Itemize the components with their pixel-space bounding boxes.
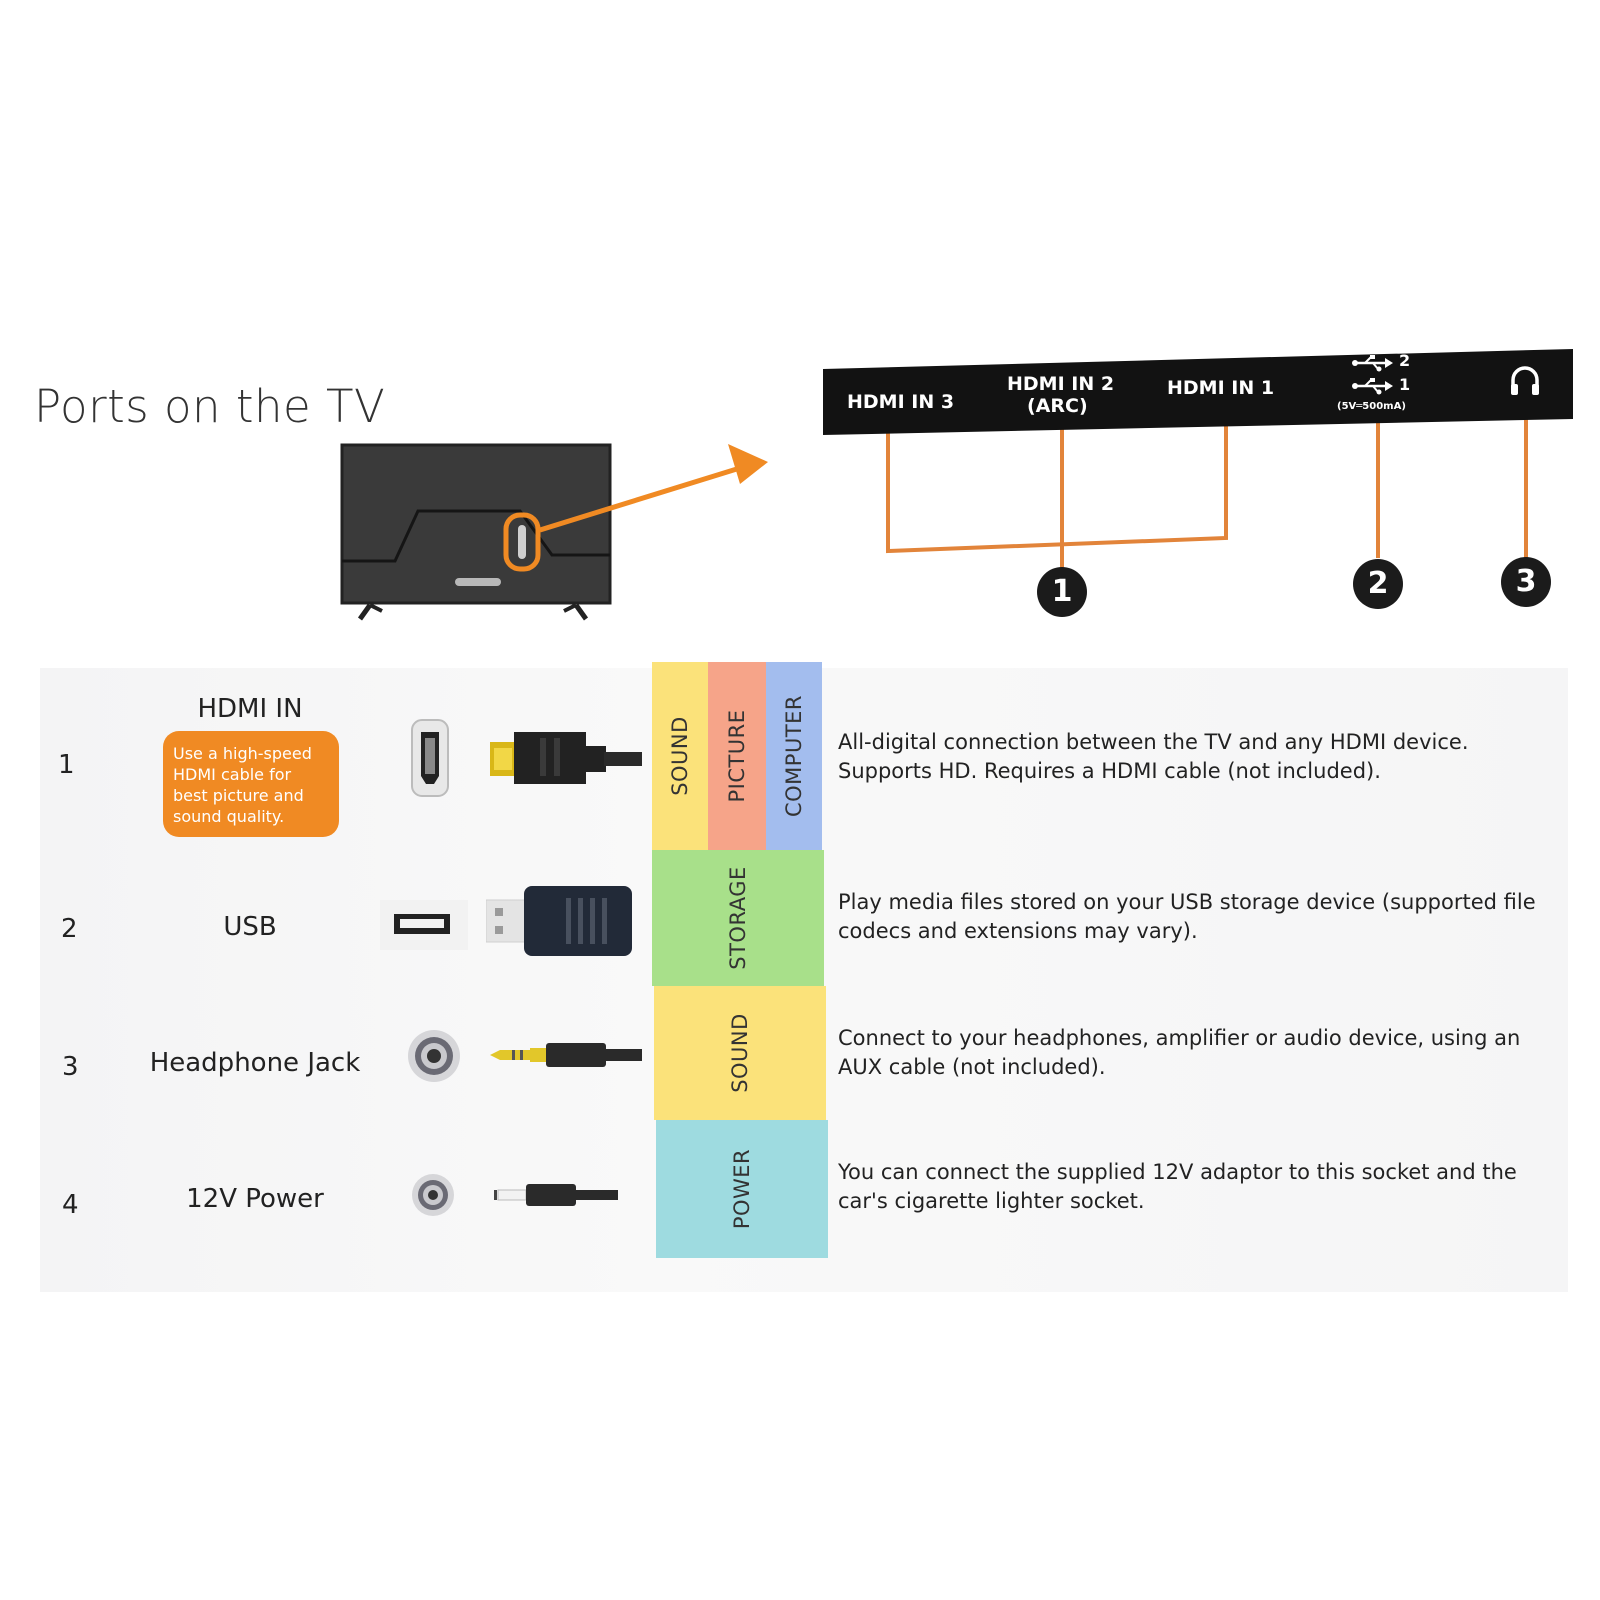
aux-cable-icon [490,1040,642,1074]
usb-icon [1351,377,1393,399]
usb-icon [1351,354,1393,376]
usb-cable-icon [485,884,636,962]
port-name-12v-power: 12V Power [186,1184,324,1214]
headphone-port-icon [406,1028,462,1088]
category-picture: PICTURE [708,662,766,850]
category-label: PICTURE [725,709,749,803]
usb-port-icon [380,900,468,954]
description-headphone-jack: Connect to your headphones, amplifier or… [838,1026,1521,1079]
port-name-headphone-jack: Headphone Jack [149,1048,361,1078]
port-label-hdmi-in-2: HDMI IN 2 [1007,373,1115,395]
usb-port-2-label: 2 [1399,351,1411,370]
power-cable-icon [494,1180,618,1214]
port-strip: HDMI IN 3 HDMI IN 2 (ARC) HDMI IN 1 2 1 … [823,349,1573,435]
row-number: 1 [58,750,75,780]
row-number: 2 [61,914,78,944]
category-sound: SOUND [652,662,708,850]
port-name-hdmi-in: HDMI IN [197,694,303,724]
callout-badge-2: 2 [1353,559,1403,609]
port-label-arc: (ARC) [1027,395,1088,417]
hdmi-port-icon [410,718,450,802]
hdmi-cable-note: Use a high-speed HDMI cable for best pic… [163,731,339,837]
row-number: 4 [62,1190,79,1220]
category-storage: STORAGE [652,850,824,986]
tv-rear-illustration [340,443,612,621]
port-label-hdmi-in-3: HDMI IN 3 [847,391,955,413]
usb-port-1-label: 1 [1399,375,1411,394]
description-usb: Play media files stored on your USB stor… [838,890,1536,943]
description-hdmi: All-digital connection between the TV an… [838,730,1469,783]
category-label: STORAGE [726,866,750,970]
callout-badge-3: 3 [1501,557,1551,607]
category-label: SOUND [668,716,692,796]
port-name-usb: USB [223,912,277,942]
connector-lines [539,416,1528,572]
category-power: POWER [656,1120,828,1258]
usb-spec-label: (5V═500mA) [1337,401,1406,412]
category-computer: COMPUTER [766,662,822,850]
category-label: COMPUTER [782,694,806,818]
category-sound: SOUND [654,986,826,1120]
power-port-icon [410,1172,456,1222]
headphone-icon [1509,365,1541,401]
category-label: POWER [730,1148,754,1230]
port-label-hdmi-in-1: HDMI IN 1 [1167,377,1275,399]
category-label: SOUND [728,1013,752,1093]
callout-badge-1: 1 [1037,567,1087,617]
page-title: Ports on the TV [34,380,386,433]
hdmi-cable-icon [490,728,642,792]
description-12v-power: You can connect the supplied 12V adaptor… [838,1160,1517,1213]
row-number: 3 [62,1052,79,1082]
